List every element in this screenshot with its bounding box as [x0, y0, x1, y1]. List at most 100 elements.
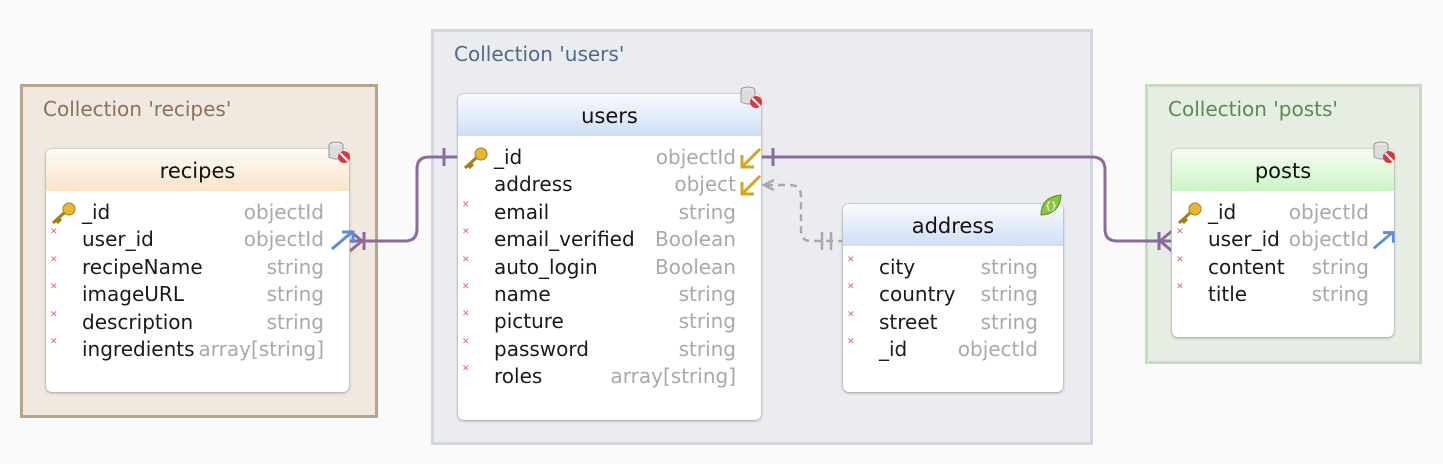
field-type: string: [980, 309, 1038, 334]
field-type: object: [674, 172, 736, 197]
field-name: user_id: [1208, 227, 1280, 252]
foreign-key-icon: [1371, 228, 1397, 259]
field-row[interactable]: ✕ imageURL string: [46, 281, 349, 308]
field-type: string: [266, 254, 324, 279]
entity-address[interactable]: {} address ✕ city string ✕ country strin…: [843, 194, 1063, 392]
required-marker: ✕: [847, 255, 855, 265]
field-name: _id: [82, 200, 111, 224]
relation-recipes-users[interactable]: [350, 155, 458, 243]
field-name: _id: [1208, 200, 1237, 224]
field-type: string: [678, 199, 736, 224]
field-name: user_id: [82, 227, 154, 252]
collection-group-title: Collection 'recipes': [43, 97, 232, 121]
required-marker: ✕: [50, 309, 58, 320]
collection-icon: [1371, 140, 1397, 170]
entity-title: posts: [1172, 149, 1394, 191]
required-marker: ✕: [462, 364, 470, 375]
required-marker: ✕: [847, 309, 855, 320]
field-row[interactable]: ✕ country string: [843, 281, 1063, 308]
field-name: _id: [494, 145, 523, 169]
field-row[interactable]: ✕ city string: [843, 254, 1063, 281]
collection-icon: [326, 140, 352, 170]
field-name: ingredients: [82, 336, 195, 361]
field-type: objectId: [1288, 200, 1369, 224]
required-marker: ✕: [1176, 282, 1184, 293]
required-marker: ✕: [847, 337, 855, 348]
field-name: name: [494, 281, 551, 306]
field-type: string: [678, 281, 736, 306]
required-marker: ✕: [847, 282, 855, 293]
field-row[interactable]: ✕ email string: [458, 199, 761, 226]
field-name: picture: [494, 309, 564, 334]
field-type: objectId: [243, 227, 324, 252]
field-row[interactable]: ✕ ingredients array[string]: [46, 336, 349, 363]
field-row[interactable]: ✕ _id objectId: [843, 336, 1063, 363]
field-row[interactable]: ✕ user_id objectId: [46, 226, 355, 253]
required-marker: ✕: [50, 227, 58, 238]
required-marker: ✕: [50, 282, 58, 293]
field-type: string: [980, 255, 1038, 279]
required-marker: ✕: [462, 227, 470, 238]
required-marker: ✕: [462, 309, 470, 320]
field-type: objectId: [957, 337, 1038, 362]
field-type: Boolean: [655, 227, 736, 252]
required-marker: ✕: [462, 199, 470, 210]
relation-users-posts[interactable]: [761, 155, 1172, 243]
field-row[interactable]: _id objectId: [458, 144, 762, 171]
field-name: email_verified: [494, 227, 635, 252]
field-name: auto_login: [494, 254, 598, 279]
field-name: description: [82, 309, 194, 334]
field-type: objectId: [655, 145, 736, 169]
svg-text:{}: {}: [1045, 201, 1057, 212]
field-type: string: [266, 282, 324, 307]
field-type: string: [678, 309, 736, 334]
field-row[interactable]: ✕ content string: [1172, 254, 1394, 281]
field-row[interactable]: ✕ password string: [458, 336, 761, 363]
entity-title: users: [458, 94, 761, 136]
field-name: _id: [879, 337, 908, 362]
foreign-key-icon: [329, 228, 357, 259]
field-row[interactable]: ✕ auto_login Boolean: [458, 254, 761, 281]
field-row[interactable]: ✕ roles array[string]: [458, 363, 761, 390]
entity-title: address: [843, 204, 1063, 246]
field-row[interactable]: ✕ description string: [46, 309, 349, 336]
field-name: recipeName: [82, 254, 203, 279]
embedded-document-icon: {}: [1038, 192, 1064, 222]
field-row[interactable]: ✕ picture string: [458, 308, 761, 335]
field-row[interactable]: ✕ street string: [843, 309, 1063, 336]
relation-users-address[interactable]: [766, 183, 843, 243]
required-marker: ✕: [50, 336, 58, 347]
field-row[interactable]: ✕ recipeName string: [46, 254, 349, 281]
field-type: objectId: [243, 200, 324, 224]
field-name: password: [494, 336, 589, 361]
entity-posts[interactable]: posts _id objectId ✕ user_id objectId ✕ …: [1172, 141, 1395, 337]
field-row[interactable]: ✕ title string: [1172, 281, 1394, 308]
field-type: objectId: [1288, 227, 1369, 252]
entity-recipes[interactable]: recipes _id objectId ✕ user_id objectId …: [46, 141, 355, 392]
required-marker: ✕: [50, 254, 58, 265]
required-marker: ✕: [462, 336, 470, 347]
field-type: string: [1311, 282, 1369, 307]
arrow-head: [761, 178, 775, 192]
required-marker: ✕: [1176, 254, 1184, 265]
entity-users[interactable]: users _id objectId address object ✕ emai…: [458, 86, 762, 420]
primary-key-icon: [1176, 202, 1202, 231]
field-type: Boolean: [655, 254, 736, 279]
field-row[interactable]: _id objectId: [46, 199, 349, 226]
field-row[interactable]: address object: [458, 171, 762, 198]
field-name: email: [494, 199, 550, 224]
field-type: string: [678, 336, 736, 361]
primary-key-icon: [462, 147, 488, 176]
field-name: title: [1208, 282, 1248, 307]
field-name: roles: [494, 364, 543, 389]
reference-arrow-icon: [739, 173, 763, 204]
field-name: address: [494, 172, 573, 197]
field-row[interactable]: _id objectId: [1172, 199, 1394, 226]
field-row[interactable]: ✕ email_verified Boolean: [458, 226, 761, 253]
field-row[interactable]: ✕ name string: [458, 281, 761, 308]
collection-icon: [738, 85, 764, 115]
field-row[interactable]: ✕ user_id objectId: [1172, 226, 1395, 253]
collection-group-title: Collection 'users': [454, 42, 625, 66]
collection-group-title: Collection 'posts': [1168, 97, 1338, 121]
